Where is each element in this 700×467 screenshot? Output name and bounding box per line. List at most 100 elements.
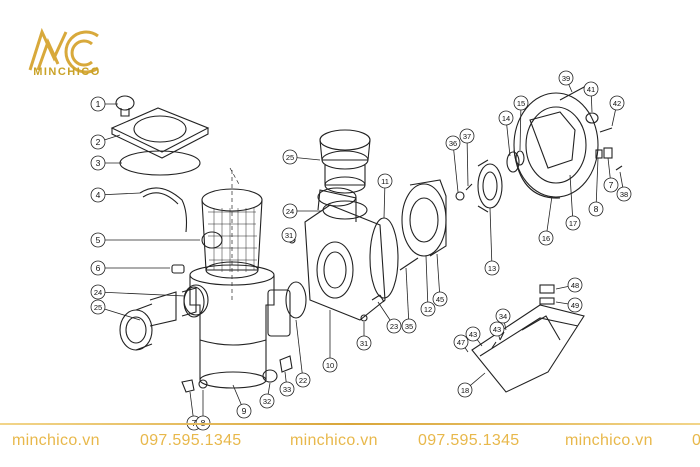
part-number-label: 31 [285, 231, 293, 240]
part-number-label: 24 [286, 207, 294, 216]
callout-circle [295, 372, 311, 388]
part-number-label: 5 [96, 235, 101, 245]
callout-circle [489, 321, 505, 337]
part-number-label: 9 [242, 406, 247, 416]
callout-circle [90, 232, 106, 248]
part-number-label: 22 [299, 376, 307, 385]
callout-circle [432, 291, 448, 307]
callout-circle [386, 318, 402, 334]
callout-circle [282, 149, 298, 165]
footer-website[interactable]: minchico.vn [12, 432, 100, 449]
part-number-label: 37 [463, 132, 471, 141]
callout-leader [452, 142, 459, 193]
footer-bar: minchico.vn 097.595.1345 minchico.vn 097… [0, 422, 700, 467]
part-number-label: 15 [517, 99, 525, 108]
footer-phone[interactable]: 097.595.1345 [418, 432, 520, 449]
callout-leader [295, 319, 304, 381]
part-number-label: 16 [542, 234, 550, 243]
part-number-label: 14 [502, 114, 510, 123]
callout-leader [97, 291, 186, 297]
callout-circle [498, 110, 514, 126]
callout-circle [445, 135, 461, 151]
part-number-label: 41 [587, 85, 595, 94]
part-number-label: 34 [499, 312, 507, 321]
callout-circle [603, 177, 619, 193]
callout-circle [279, 381, 295, 397]
part-number-label: 42 [613, 99, 621, 108]
callout-circle [457, 382, 473, 398]
part-number-label: 31 [360, 339, 368, 348]
part-number-label: 17 [569, 219, 577, 228]
part-number-label: 13 [488, 264, 496, 273]
callout-circle [538, 230, 554, 246]
part-number-label: 10 [326, 361, 334, 370]
callout-circle [484, 260, 500, 276]
callout-leader [466, 135, 469, 187]
callout-circle [236, 403, 252, 419]
part-number-label: 7 [609, 180, 614, 190]
part-number-label: 6 [96, 263, 101, 273]
callout-leader [405, 267, 410, 327]
part-number-label: 48 [571, 281, 579, 290]
part-number-label: 11 [381, 177, 389, 186]
part-number-label: 3 [96, 158, 101, 168]
part-number-label: 43 [469, 330, 477, 339]
part-number-label: 33 [283, 385, 291, 394]
footer-website[interactable]: minchico.vn [290, 432, 378, 449]
callout-leader [569, 174, 574, 224]
brand-name: MINCHICO [33, 66, 101, 78]
callout-circle [401, 318, 417, 334]
callout-circle [588, 201, 604, 217]
callout-circle [90, 155, 106, 171]
part-number-label: 1 [96, 99, 101, 109]
callout-circle [377, 173, 393, 189]
footer-phone[interactable]: 097.595.1345 [140, 432, 242, 449]
callout-circle [495, 308, 511, 324]
part-number-label: 8 [594, 204, 599, 214]
callout-leader [489, 207, 493, 269]
part-number-label: 39 [562, 74, 570, 83]
part-number-label: 23 [390, 322, 398, 331]
part-number-label: 25 [286, 153, 294, 162]
callout-leader [595, 157, 599, 210]
mc-monogram-icon [28, 27, 99, 74]
part-number-label: 32 [263, 397, 271, 406]
part-number-label: 24 [94, 288, 102, 297]
callout-circle [90, 284, 106, 300]
part-number-label: 45 [436, 295, 444, 304]
callout-circle [322, 357, 338, 373]
callout-circle [90, 134, 106, 150]
callout-circle [565, 215, 581, 231]
part-number-label: 49 [571, 301, 579, 310]
callout-circle [259, 393, 275, 409]
callout-leader [425, 255, 429, 310]
part-number-label: 36 [449, 139, 457, 148]
callout-circle [616, 186, 632, 202]
footer-phone-partial[interactable]: 0 [692, 432, 700, 449]
callout-circle [459, 128, 475, 144]
part-number-label: 12 [424, 305, 432, 314]
callout-circle [513, 95, 529, 111]
footer-website[interactable]: minchico.vn [565, 432, 653, 449]
callout-circle [583, 81, 599, 97]
callout-leader [519, 102, 522, 151]
callout-circle [567, 277, 583, 293]
part-number-label: 47 [457, 338, 465, 347]
callout-leader [436, 253, 441, 300]
callout-circle [90, 96, 106, 112]
part-number-label: 4 [96, 190, 101, 200]
part-number-label: 38 [620, 190, 628, 199]
callout-circle [558, 70, 574, 86]
callout-circle [281, 227, 297, 243]
footer-divider [0, 423, 700, 425]
callout-circle [420, 301, 436, 317]
part-number-label: 18 [461, 386, 469, 395]
callout-circle [90, 187, 106, 203]
callout-circle [609, 95, 625, 111]
part-number-label: 43 [493, 325, 501, 334]
callout-circle [282, 203, 298, 219]
callout-circle [567, 297, 583, 313]
callout-circle [90, 299, 106, 315]
